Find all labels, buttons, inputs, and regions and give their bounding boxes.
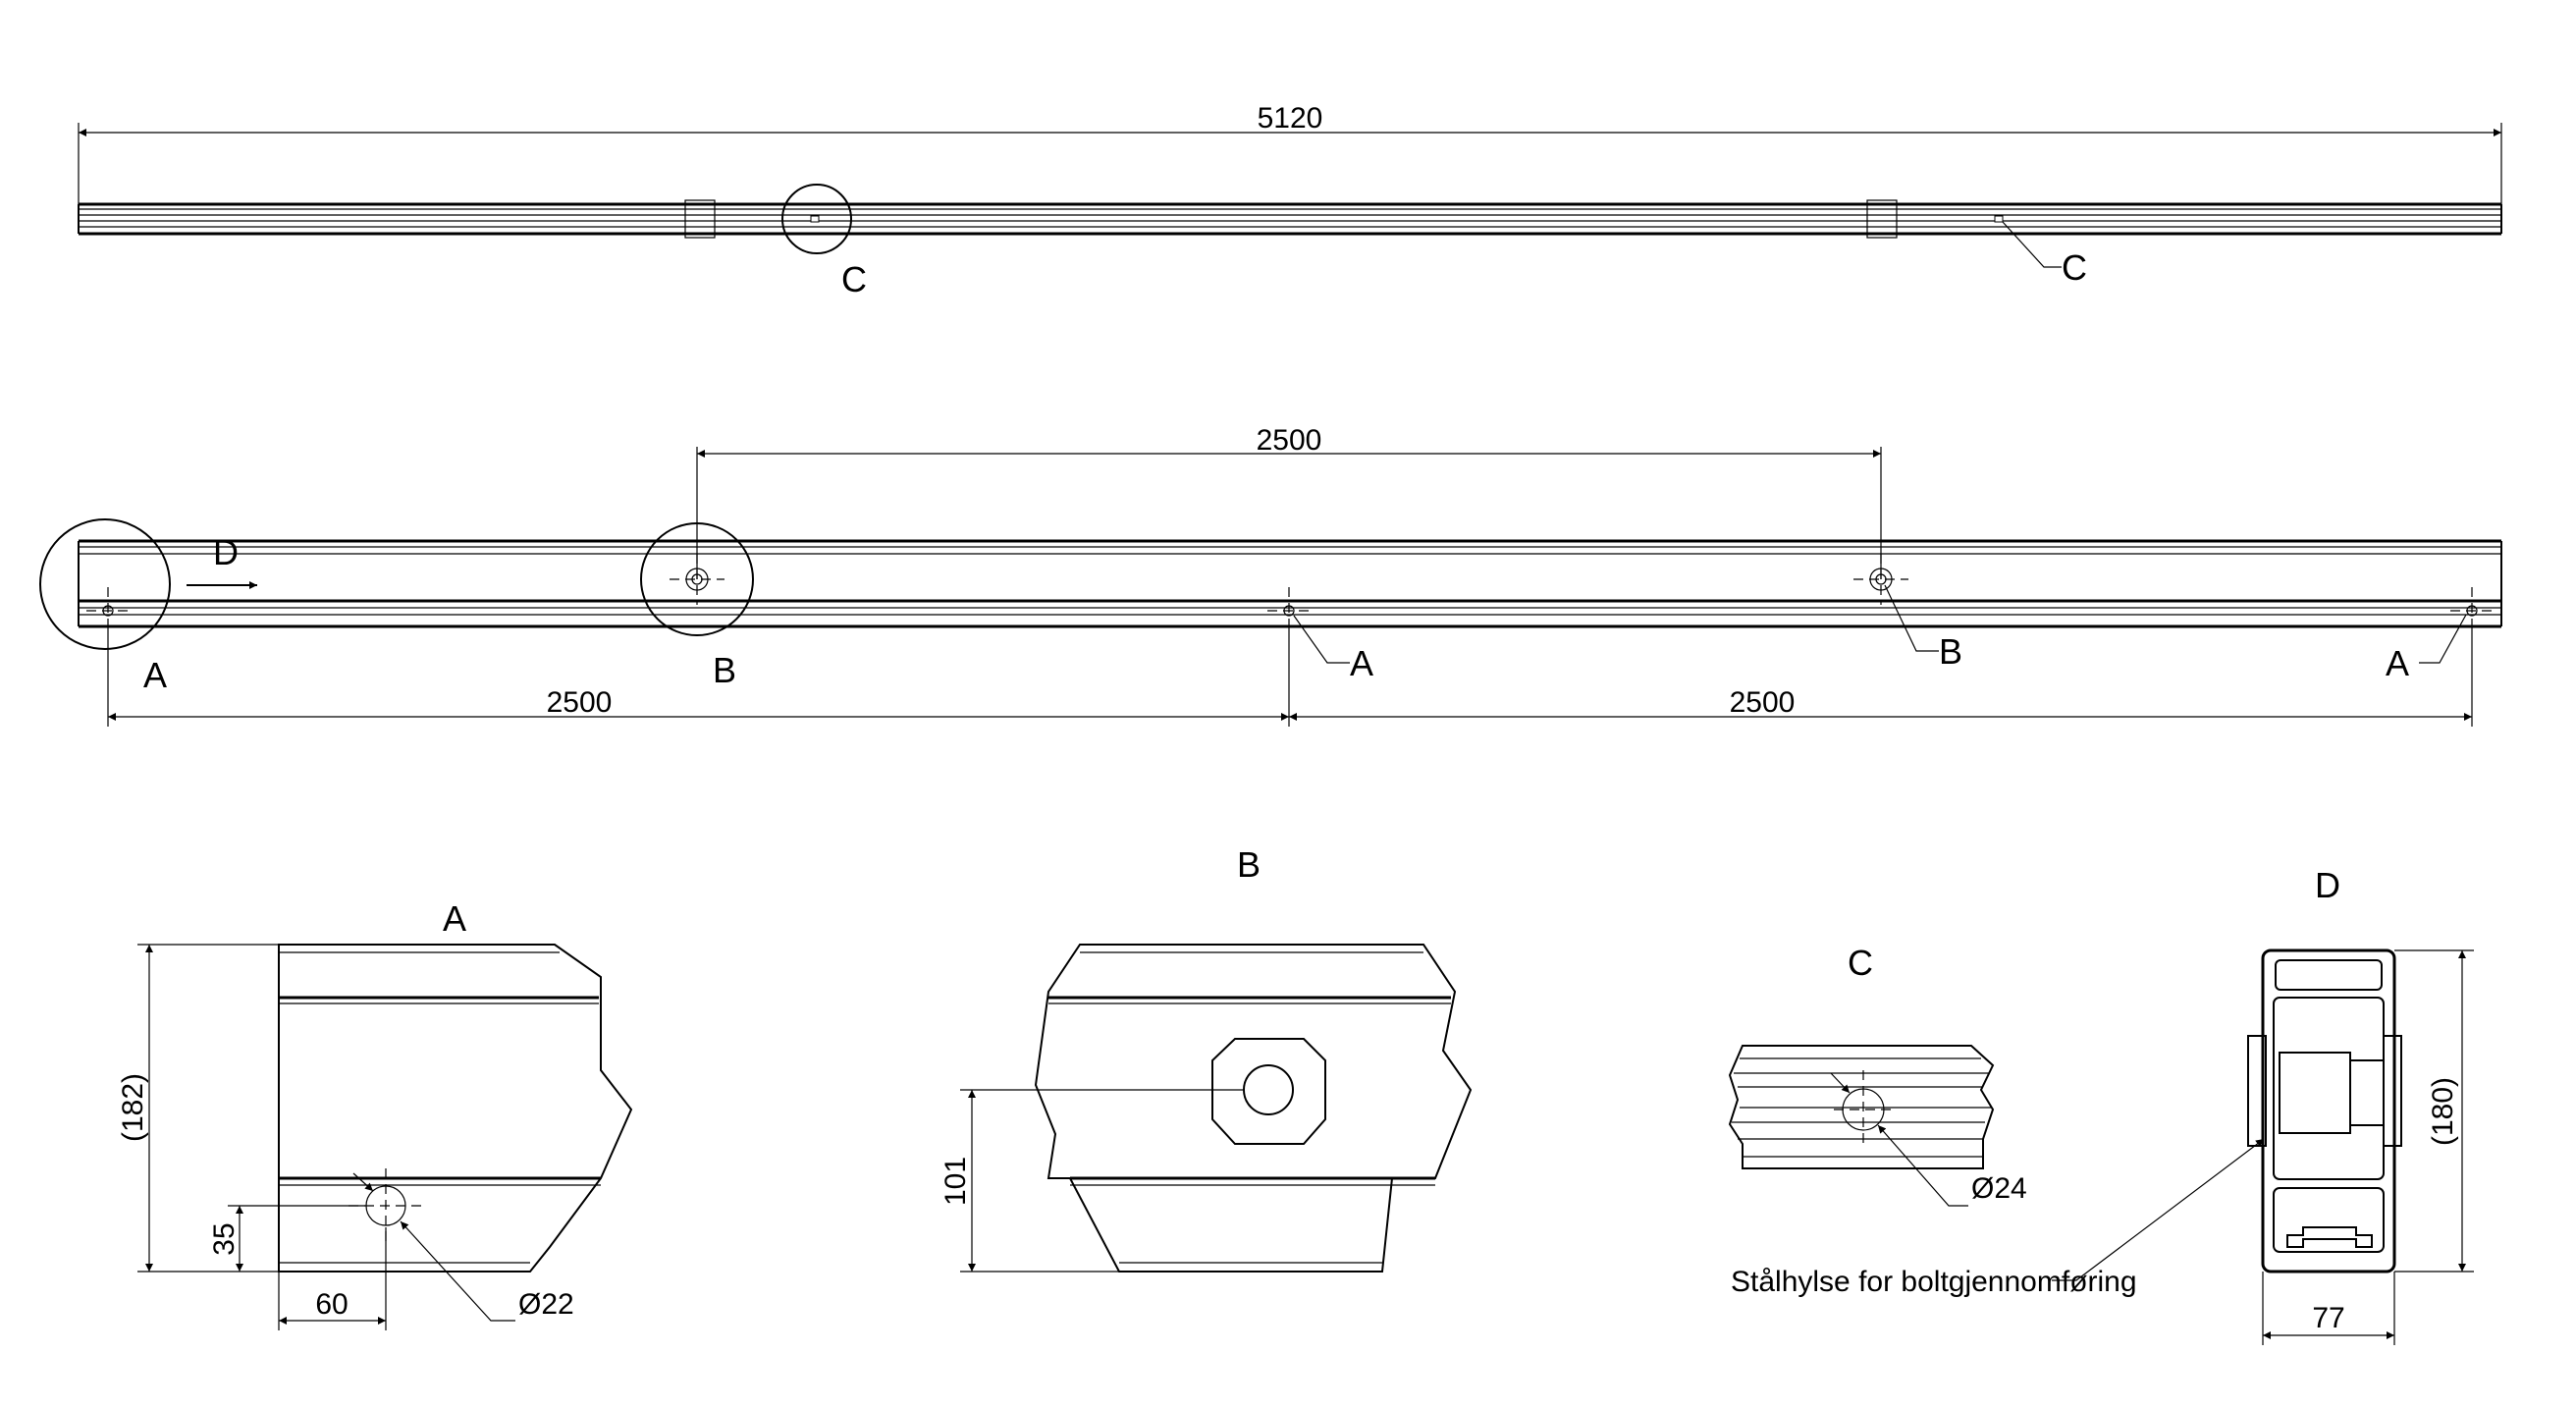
label-a-right: A	[2386, 643, 2409, 683]
view-d-label: D	[213, 532, 239, 572]
detail-b-circle	[640, 522, 754, 636]
detail-a: A (182) 35 60 Ø22	[117, 898, 633, 1330]
detail-c-profile	[1728, 1045, 1995, 1169]
label-b-left: B	[713, 650, 736, 690]
side-view: 2500	[39, 424, 2502, 727]
leader-c-right	[2002, 221, 2062, 268]
leader-a-right	[2419, 614, 2467, 664]
leader-b-right	[1884, 584, 1939, 652]
detail-c-title: C	[1848, 943, 1873, 983]
detail-a-circle	[39, 518, 171, 650]
detail-d-outer	[2261, 948, 2396, 1273]
detail-c-label-left: C	[841, 259, 867, 299]
top-beam	[78, 199, 2502, 239]
sleeve-note: Stålhylse for boltgjennomføring	[1731, 1266, 2137, 1298]
detail-a-title: A	[443, 898, 466, 939]
detail-b-hole	[1243, 1064, 1294, 1115]
label-b-right: B	[1939, 631, 1962, 672]
detail-a-hole-offset: 60	[315, 1288, 348, 1321]
hole-b-right	[1853, 554, 1908, 605]
detail-c-label-right: C	[2062, 247, 2087, 288]
detail-d-t-slot	[2286, 1226, 2373, 1248]
detail-a-profile	[278, 944, 633, 1273]
label-a-mid: A	[1350, 643, 1373, 683]
detail-b-profile	[1034, 944, 1473, 1273]
detail-b-hole-height: 101	[939, 1157, 972, 1206]
detail-d-width: 77	[2312, 1302, 2344, 1334]
hole-b-left	[670, 554, 724, 605]
dimension-hole-spacing-a-left: 2500	[547, 686, 613, 719]
detail-d: D (180) 77	[2052, 865, 2474, 1345]
hole-a-right	[2450, 587, 2494, 634]
detail-d-height: (180)	[2427, 1077, 2459, 1146]
hole-a-left	[86, 587, 130, 634]
detail-b-title: B	[1237, 844, 1261, 885]
detail-b: B 101	[939, 844, 1473, 1273]
detail-d-title: D	[2315, 865, 2340, 905]
label-a-left: A	[143, 655, 167, 695]
sleeve-leader	[2052, 1138, 2265, 1281]
detail-c: C Ø24 Stålhylse for boltgjennomføring	[1728, 943, 2137, 1298]
detail-b-boss	[1211, 1038, 1326, 1145]
leader-a-mid	[1293, 615, 1350, 664]
hole-a-mid	[1267, 587, 1311, 634]
dimension-hole-spacing-a-right: 2500	[1730, 686, 1796, 719]
detail-c-circle	[781, 184, 852, 254]
detail-c-hole-diameter: Ø24	[1971, 1172, 2027, 1205]
dimension-hole-spacing-b: 2500	[1257, 424, 1322, 457]
detail-a-hole-height: 35	[208, 1222, 241, 1255]
side-beam	[78, 539, 2502, 628]
top-view: 5120 C C	[78, 102, 2502, 299]
dimension-overall-length: 5120	[1258, 102, 1323, 135]
detail-a-hole-diameter: Ø22	[518, 1288, 574, 1321]
detail-a-height: (182)	[117, 1073, 149, 1142]
